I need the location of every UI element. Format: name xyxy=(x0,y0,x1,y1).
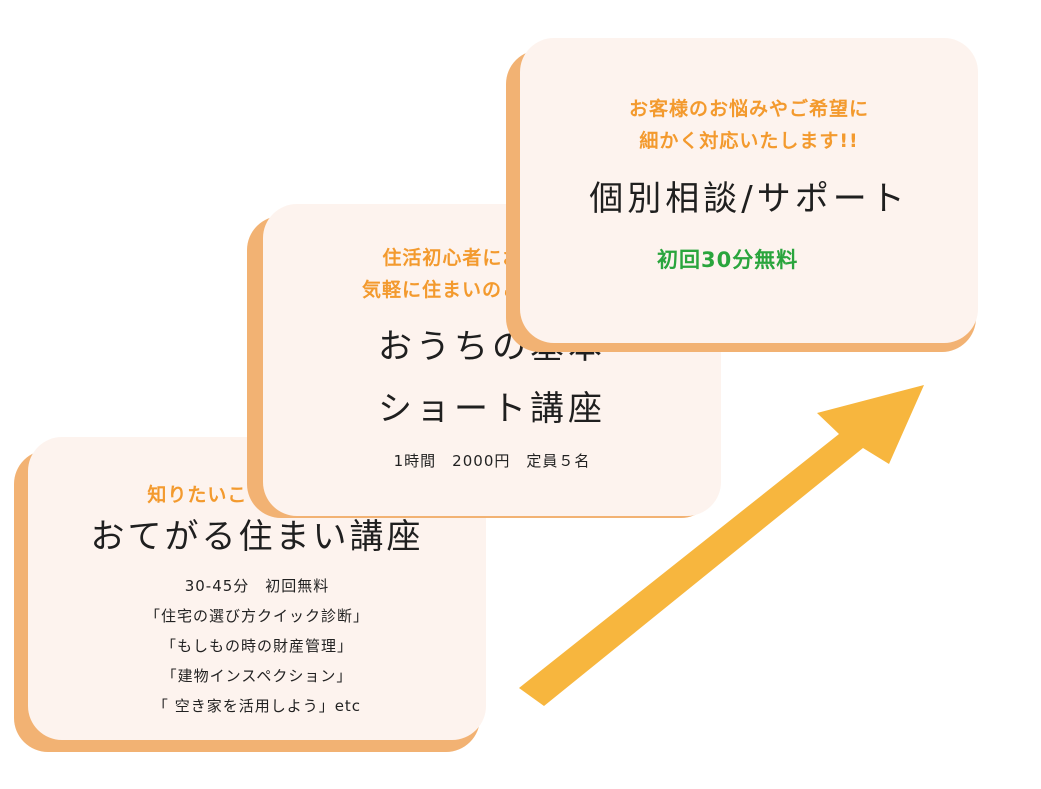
step3-title: 個別相談/サポート xyxy=(589,179,909,219)
step1-detail-5: 「 空き家を活用しよう」etc xyxy=(152,697,362,715)
step3-note: 初回30分無料 xyxy=(657,248,799,272)
step3-subtitle-line2: 細かく対応いたします!! xyxy=(639,130,859,152)
step1-detail-4: 「建物インスペクション」 xyxy=(161,667,353,685)
step1-detail-2: 「住宅の選び方クイック診断」 xyxy=(144,607,369,625)
step1-detail-3: 「もしもの時の財産管理」 xyxy=(160,637,353,655)
step2-detail: 1時間 2000円 定員５名 xyxy=(393,452,591,470)
step3-card: お客様のお悩みやご希望に 細かく対応いたします!! 個別相談/サポート 初回30… xyxy=(520,38,978,343)
step1-detail-1: 30-45分 初回無料 xyxy=(184,577,330,595)
step3-subtitle-line1: お客様のお悩みやご希望に xyxy=(628,98,869,120)
step2-title-line2: ショート講座 xyxy=(378,389,606,429)
arrow-shape xyxy=(519,385,924,706)
step1-title: おてがる住まい講座 xyxy=(90,517,424,557)
